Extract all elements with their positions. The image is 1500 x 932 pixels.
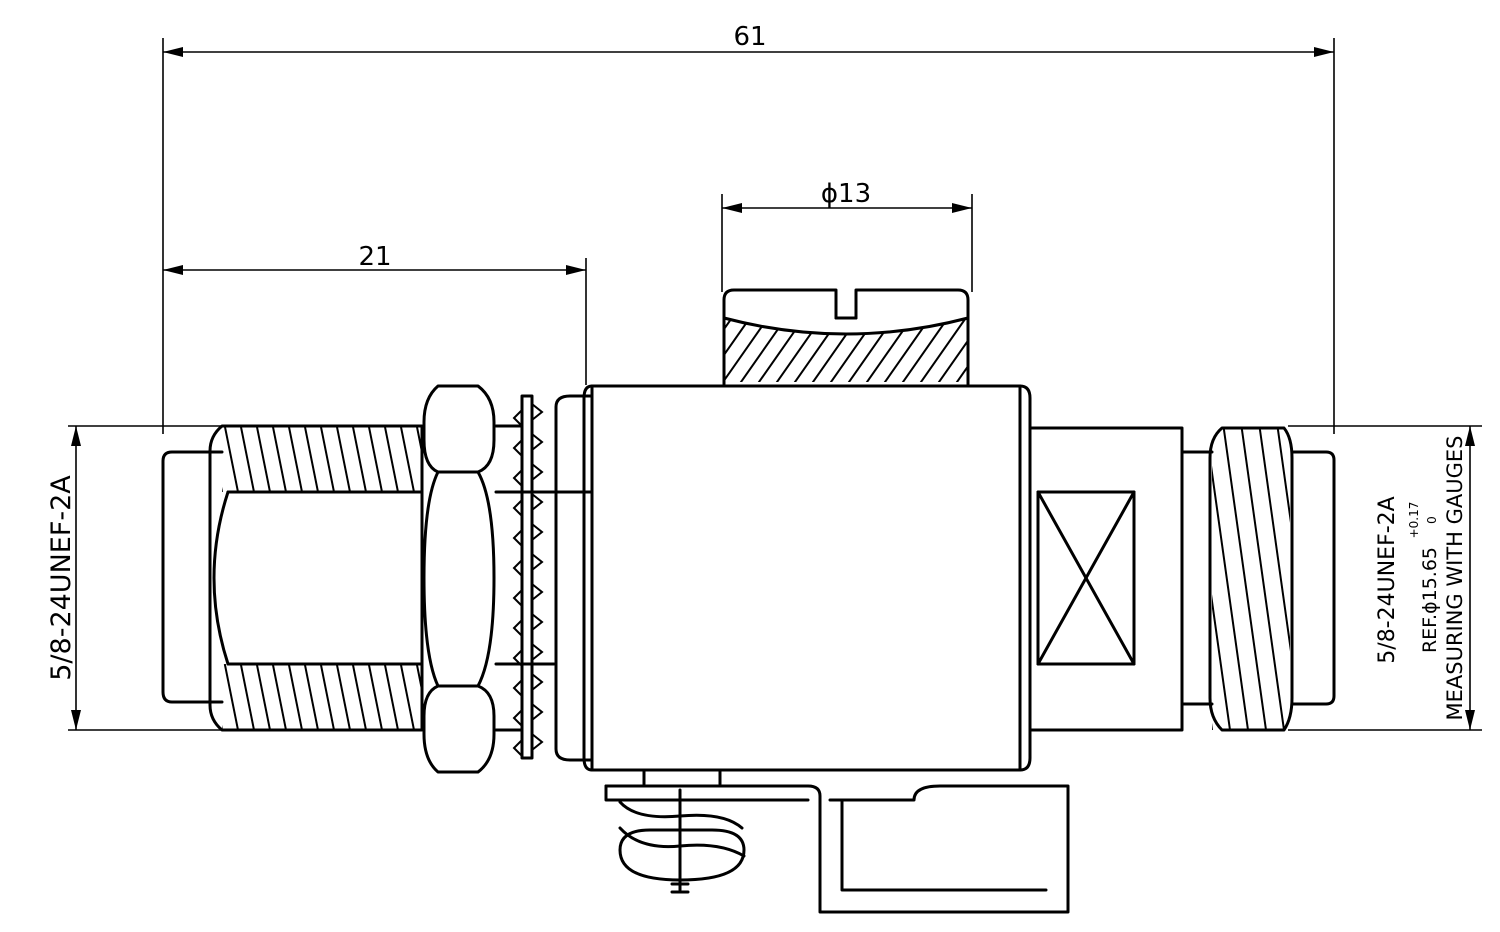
right-thread-label: 5/8-24UNEF-2A — [1375, 496, 1400, 663]
hatch-line — [223, 426, 239, 492]
hatch-line — [1212, 465, 1249, 730]
hatch-line — [415, 426, 422, 458]
left-thread-label: 5/8-24UNEF-2A — [46, 475, 77, 681]
dimension-top-diameter: ϕ13 — [721, 179, 973, 292]
hex-nut — [422, 384, 496, 774]
washer-tooth — [512, 403, 544, 427]
hatch-line — [223, 664, 239, 730]
hatch-line — [1212, 722, 1213, 730]
hatch-line — [415, 664, 422, 696]
hatch-line — [303, 664, 319, 730]
washer-tooth — [512, 433, 544, 457]
hatch-line — [367, 664, 383, 730]
hatch-line — [399, 426, 415, 492]
hatch-line — [1240, 428, 1285, 730]
ground-screw — [618, 788, 746, 894]
top-cap — [632, 288, 970, 386]
dimension-left-length: 21 — [163, 242, 587, 385]
washer-tooth — [512, 733, 544, 757]
hatch-line — [335, 664, 351, 730]
hatch-line — [936, 318, 968, 382]
main-body — [582, 384, 1032, 772]
dimension-overall-length: 61 — [162, 22, 1335, 434]
hatch-line — [900, 318, 949, 382]
hatch-line — [724, 318, 769, 382]
hatch-line — [1258, 428, 1290, 652]
hatch-line — [882, 318, 931, 382]
hatch-line — [1332, 428, 1374, 730]
hatch-line — [351, 426, 367, 492]
washer-tooth — [512, 643, 544, 667]
washer-tooth — [512, 613, 544, 637]
right-tolerance-lower: 0 — [1425, 516, 1439, 524]
hatch-line — [287, 426, 303, 492]
collar — [554, 394, 594, 762]
hatch-line — [810, 318, 859, 382]
hatch-line — [1222, 428, 1267, 730]
hatch-line — [724, 318, 751, 382]
hatch-line — [846, 318, 895, 382]
washer-tooth — [512, 463, 544, 487]
washer-tooth — [512, 553, 544, 577]
washer-tooth — [512, 583, 544, 607]
hatch-line — [383, 426, 399, 492]
washer-tooth — [512, 523, 544, 547]
hatch-line — [792, 318, 841, 382]
washer-tooth — [512, 703, 544, 727]
left-threaded-shank — [208, 424, 424, 732]
ground-lug — [604, 768, 1070, 914]
lock-washer — [494, 394, 556, 760]
hatch-line — [351, 664, 367, 730]
hatch-line — [383, 664, 399, 730]
hatch-line — [319, 664, 335, 730]
right-connector — [1028, 426, 1374, 732]
hatch-line — [399, 664, 415, 730]
hatch-line — [271, 426, 287, 492]
hatch-line — [271, 664, 287, 730]
dimension-top-diameter-label: ϕ13 — [821, 179, 871, 209]
hatch-line — [335, 426, 351, 492]
hatch-line — [239, 664, 255, 730]
hatch-line — [367, 426, 383, 492]
hatch-line — [954, 318, 968, 382]
hatch-line — [650, 318, 696, 384]
right-ref-diameter-label: REF.ϕ15.65 — [1419, 547, 1441, 653]
hatch-line — [632, 318, 678, 384]
washer-tooth — [512, 673, 544, 697]
hatch-line — [828, 318, 877, 382]
dimension-left-label: 21 — [358, 242, 391, 272]
hatch-line — [1212, 594, 1231, 730]
hatch-line — [303, 426, 319, 492]
washer-tooth — [512, 493, 544, 517]
hatch-line — [774, 318, 823, 382]
hatch-line — [918, 318, 967, 382]
hatch-line — [668, 318, 714, 384]
dimension-left-thread: 5/8-24UNEF-2A — [46, 425, 222, 731]
hatch-line — [1296, 428, 1338, 730]
hatch-line — [1276, 428, 1290, 523]
hatch-line — [319, 426, 335, 492]
hatch-line — [255, 664, 271, 730]
hatch-line — [864, 318, 913, 382]
hatch-line — [239, 426, 255, 492]
dimension-right-thread: 5/8-24UNEF-2A REF.ϕ15.65 +0.17 0 MEASURI… — [1288, 425, 1482, 731]
hatch-line — [287, 664, 303, 730]
hatch-line — [255, 426, 271, 492]
dimension-overall-label: 61 — [733, 22, 766, 52]
hatch-line — [724, 318, 733, 382]
right-gauge-note: MEASURING WITH GAUGES — [1443, 435, 1467, 720]
right-tolerance-upper: +0.17 — [1407, 502, 1421, 539]
left-plug-end — [161, 450, 224, 704]
